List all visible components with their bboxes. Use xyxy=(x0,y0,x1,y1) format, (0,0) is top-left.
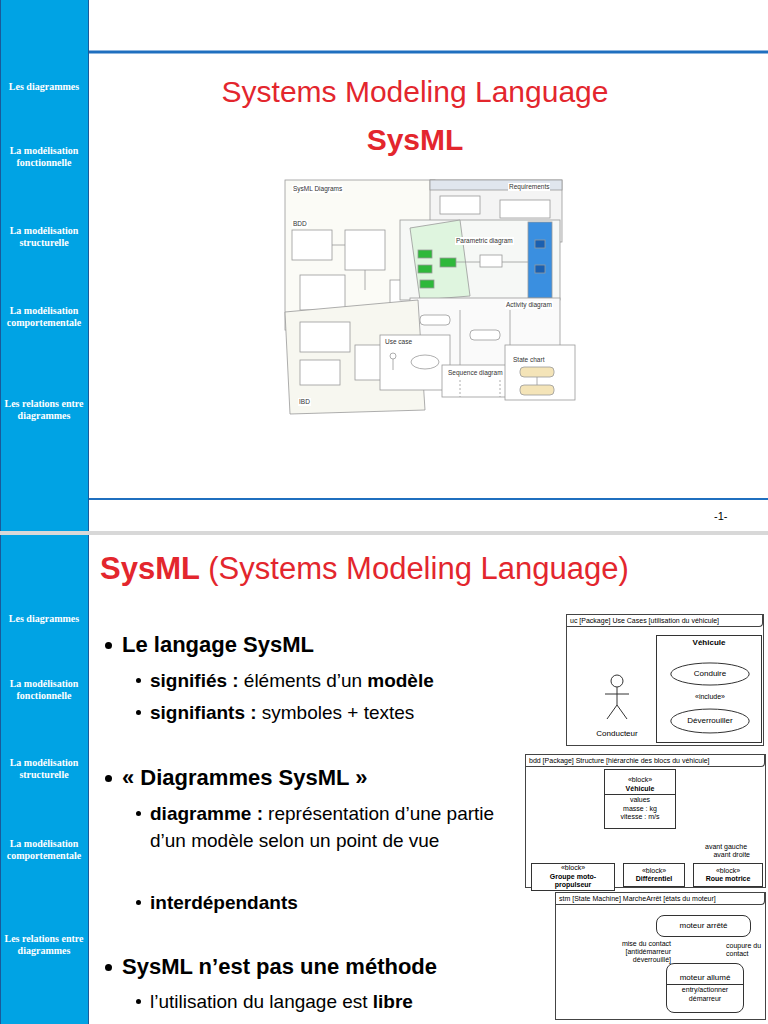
sidebar-item: Les relations entre diagrammes xyxy=(2,933,86,957)
node-text: entry/actionner démarreur xyxy=(667,984,743,1003)
actor: Conducteur xyxy=(589,673,645,739)
bullet: « Diagrammes SysML » xyxy=(122,765,522,791)
state-box: moteur alluméentry/actionner démarreur xyxy=(666,963,744,1013)
node-text: vitesse : m/s xyxy=(619,813,662,822)
stick-figure xyxy=(589,673,645,723)
node-text: Roue motrice xyxy=(704,875,753,884)
node-text: values xyxy=(605,794,675,805)
edge-label: mise du contact [antidémarreur déverroui… xyxy=(604,940,671,964)
edge-label: «include» xyxy=(694,693,726,701)
diagram-caption: Activity diagram xyxy=(505,301,553,309)
page-number: -1- xyxy=(714,510,727,522)
sub-bullet: diagramme :représentation d’une partie d… xyxy=(150,800,515,854)
edge-label: avant gauche xyxy=(705,843,749,851)
bullet-text: SysML xyxy=(100,551,200,586)
sidebar-item: La modélisation fonctionnelle xyxy=(2,145,86,169)
node-text: Véhicule xyxy=(657,636,761,648)
sidebar-item: Les relations entre diagrammes xyxy=(2,398,86,422)
node-text: «block» xyxy=(559,864,587,873)
edge-label: avant droite xyxy=(708,851,750,859)
node-text: moteur arrêté xyxy=(677,921,729,931)
node-text: «block» xyxy=(626,776,654,785)
node-text: masse : kg xyxy=(621,805,659,814)
system-boundary: VéhiculeConduireDéverrouiller xyxy=(656,635,762,743)
sidebar-item: Les diagrammes xyxy=(2,613,86,625)
sidebar-item: La modélisation comportementale xyxy=(2,305,86,329)
diagram-collage xyxy=(285,180,575,414)
bullet-text: (Systems Modeling Language) xyxy=(208,551,628,586)
bullet-text: l’utilisation du langage est xyxy=(150,991,368,1012)
sub-bullet: signifiants :symboles + textes xyxy=(150,699,530,726)
use-case: Conduire xyxy=(670,662,750,686)
node-text: «block» xyxy=(640,867,668,876)
bullet-text: modèle xyxy=(367,670,434,691)
sidebar-item: La modélisation comportementale xyxy=(2,838,86,862)
diagram-caption: IBD xyxy=(298,398,311,406)
bullet-dot xyxy=(136,811,141,816)
slide-title: SysML xyxy=(190,122,640,158)
diagram-caption: State chart xyxy=(512,356,545,364)
frame-header: uc [Package] Use Cases [utilisation du v… xyxy=(567,615,763,627)
slide-heading: SysML(Systems Modeling Language) xyxy=(100,550,740,588)
frame-header: stm [State Machine] MarcheArrêt [états d… xyxy=(556,893,765,905)
sub-bullet: interdépendants xyxy=(150,889,530,916)
bullet-text: éléments d’un xyxy=(244,670,362,691)
bullet-dot xyxy=(136,900,141,905)
block-box: «block»Roue motrice xyxy=(693,863,763,887)
use-case: Déverrouiller xyxy=(670,708,750,734)
state-box: moteur arrêté xyxy=(656,915,751,937)
bullet-dot xyxy=(136,999,141,1004)
node-text: Conducteur xyxy=(594,729,639,739)
diagram-caption: Use case xyxy=(384,338,413,346)
bullet-dot xyxy=(105,775,112,782)
bullet-text: « Diagrammes SysML » xyxy=(122,765,367,790)
bullet-text: symboles + textes xyxy=(262,702,415,723)
block-box: «block»Différentiel xyxy=(623,863,685,887)
rule xyxy=(89,498,768,500)
bullet-dot xyxy=(105,642,112,649)
sub-bullet: signifiés :éléments d’unmodèle xyxy=(150,667,530,694)
block-box: «block»Véhiculevaluesmasse : kgvitesse :… xyxy=(604,769,676,829)
slide-gap xyxy=(0,531,768,535)
diagram-caption: BDD xyxy=(292,220,308,228)
sidebar-item: La modélisation fonctionnelle xyxy=(2,678,86,702)
diagram-frame: uc [Package] Use Cases [utilisation du v… xyxy=(566,614,764,746)
bullet-text: Le langage SysML xyxy=(122,632,314,657)
rule xyxy=(89,51,768,54)
bullet-dot xyxy=(136,678,141,683)
node-text: Déverrouiller xyxy=(685,716,734,726)
node-text: «block» xyxy=(714,867,742,876)
sidebar-item: Les diagrammes xyxy=(2,81,86,93)
edge-label: coupure du contact xyxy=(726,942,766,958)
diagram-caption: Parametric diagram xyxy=(455,237,514,245)
sidebar-item: La modélisation structurelle xyxy=(2,757,86,781)
node-text: Différentiel xyxy=(634,875,675,884)
bullet: Le langage SysML xyxy=(122,632,522,658)
block-box: «block»Groupe moto-propulseur xyxy=(531,863,615,891)
node-text: Groupe moto-propulseur xyxy=(532,873,614,890)
bullet-text: SysML n’est pas une méthode xyxy=(122,954,437,979)
diagram-frame: bdd [Package] Structure [hiérarchie des … xyxy=(525,754,766,888)
slide-title: Systems Modeling Language xyxy=(190,74,640,110)
bullet-text: diagramme : xyxy=(150,803,263,824)
bullet-text: interdépendants xyxy=(150,892,298,913)
bullet-dot xyxy=(136,710,141,715)
bullet-text: signifiés : xyxy=(150,670,239,691)
bullet-text: signifiants : xyxy=(150,702,257,723)
diagram-caption: SysML Diagrams xyxy=(292,185,343,193)
bullet-dot xyxy=(105,964,112,971)
diagram-caption: Sequence diagram xyxy=(447,369,504,377)
node-text: Conduire xyxy=(692,669,728,679)
diagram-caption: Requirements xyxy=(508,183,550,191)
bullet-text: libre xyxy=(373,991,413,1012)
sidebar-item: La modélisation structurelle xyxy=(2,225,86,249)
sidebar xyxy=(0,0,88,531)
node-text: Véhicule xyxy=(624,785,657,794)
sidebar xyxy=(0,535,88,1024)
sub-bullet: l’utilisation du langage estlibre xyxy=(150,988,530,1015)
frame-header: bdd [Package] Structure [hiérarchie des … xyxy=(526,755,765,767)
node-text: moteur allumé xyxy=(678,973,733,983)
bullet: SysML n’est pas une méthode xyxy=(122,954,542,980)
